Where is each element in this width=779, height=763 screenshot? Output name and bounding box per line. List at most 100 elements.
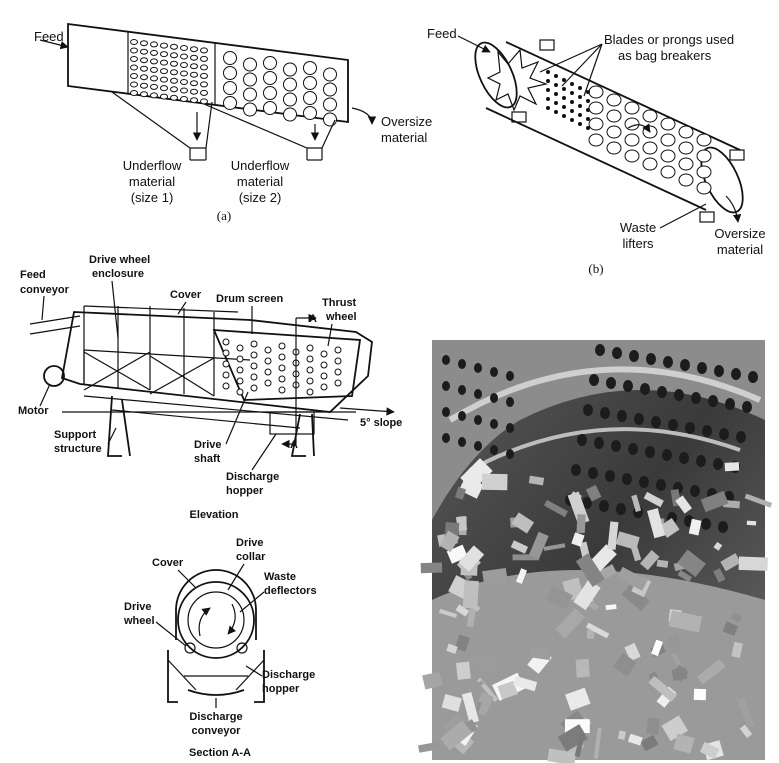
waste-scrap (730, 612, 743, 623)
discharge-hopper-label-1: Discharge (226, 471, 279, 483)
screen-hole (546, 79, 550, 83)
waste-deflectors-label-1: Waste (264, 571, 296, 583)
perforation (595, 344, 605, 356)
perforation (605, 470, 615, 482)
drive-wheel-enclosure-label-2: enclosure (92, 268, 144, 280)
perforation (639, 476, 649, 488)
perforation (663, 356, 673, 368)
lifters-label-1: Waste (620, 220, 656, 235)
section-discharge-hopper-label-1: Discharge (262, 669, 315, 681)
screen-hole (222, 349, 230, 357)
hoppers-a (111, 91, 336, 161)
screen-hole (578, 122, 582, 126)
screen-hole (278, 364, 286, 372)
screen-hole (696, 149, 712, 163)
shredded-waste (418, 458, 773, 763)
waste-scrap (675, 495, 692, 514)
waste-scrap (439, 530, 460, 553)
screen-hole (170, 60, 178, 67)
support-structure (83, 395, 349, 457)
screen-hole (170, 94, 178, 101)
screen-hole (236, 344, 244, 352)
perforation (490, 393, 498, 403)
waste-scrap (573, 579, 601, 611)
waste-scrap (639, 550, 660, 571)
feed-conveyor-label-2: conveyor (20, 284, 70, 296)
underflow1-label-3: (size 1) (131, 190, 174, 205)
screen-hole (306, 355, 314, 363)
blades-label-1: Blades or prongs used (604, 32, 734, 47)
screen-hole (160, 85, 168, 92)
trommel-b-body (474, 39, 745, 223)
section-mark-a-top: A (309, 313, 317, 325)
waste-scrap (607, 521, 619, 550)
screen-hole (150, 92, 158, 99)
waste-scrap (545, 585, 574, 610)
perforation (490, 445, 498, 455)
screen-hole (334, 379, 342, 387)
screen-hole (570, 118, 574, 122)
screen-hole (660, 133, 676, 147)
waste-scrap (696, 659, 726, 685)
waste-scrap (543, 543, 566, 551)
waste-scrap (617, 566, 648, 591)
waste-scrap (465, 597, 481, 613)
discharge-conveyor-label-1: Discharge (189, 711, 242, 723)
screen-hole (180, 53, 188, 60)
waste-scrap (420, 562, 443, 574)
screen-hole (250, 362, 258, 370)
perforation (474, 441, 482, 451)
perforation (646, 353, 656, 365)
screen-hole (222, 382, 230, 390)
waste-scrap (621, 584, 650, 612)
support-structure-label-2: structure (54, 443, 102, 455)
screen-hole (150, 58, 158, 65)
screen-hole (263, 71, 277, 85)
screen-hole (223, 66, 237, 80)
trommel-a-body (67, 22, 349, 124)
feed-arrow-a (39, 39, 69, 50)
waste-scrap (699, 741, 720, 759)
screen-hole (160, 68, 168, 75)
screen-hole (586, 126, 590, 130)
section-caption: Section A-A (189, 747, 251, 759)
screen-hole (320, 383, 328, 391)
waste-scrap (627, 733, 643, 746)
screen-hole (562, 114, 566, 118)
screen-hole (236, 377, 244, 385)
waste-scrap (671, 667, 688, 681)
oversize-label-a-1: Oversize (381, 114, 432, 129)
screen-hole (160, 59, 168, 66)
waste-scrap (617, 730, 626, 740)
perforation (442, 407, 450, 417)
screen-hole (642, 157, 658, 171)
screen-hole (263, 56, 277, 70)
screen-hole (264, 379, 272, 387)
screen-hole (554, 92, 558, 96)
screen-hole (130, 47, 138, 54)
screen-hole (588, 101, 604, 115)
screen-hole (283, 77, 297, 92)
waste-scrap (629, 542, 642, 562)
perforation (458, 385, 466, 395)
screen-hole (546, 88, 550, 92)
waste-scrap (454, 634, 470, 652)
screen-hole (678, 157, 694, 171)
waste-scrap (511, 512, 535, 534)
waste-scrap (555, 608, 585, 639)
waste-scrap (640, 734, 659, 752)
screen-hole (606, 109, 622, 123)
waste-scrap (737, 697, 756, 729)
screen-hole (180, 79, 188, 85)
waste-scrap (651, 639, 663, 657)
perforation (474, 363, 482, 373)
screen-hole (578, 113, 582, 117)
screen-hole (546, 97, 550, 101)
perforation (713, 458, 723, 470)
perforation (611, 440, 621, 452)
screen-hole (150, 83, 158, 90)
screen-hole (554, 110, 558, 114)
waste-scrap (700, 490, 729, 513)
screen-hole (243, 102, 257, 117)
waste-scrap (441, 694, 462, 712)
